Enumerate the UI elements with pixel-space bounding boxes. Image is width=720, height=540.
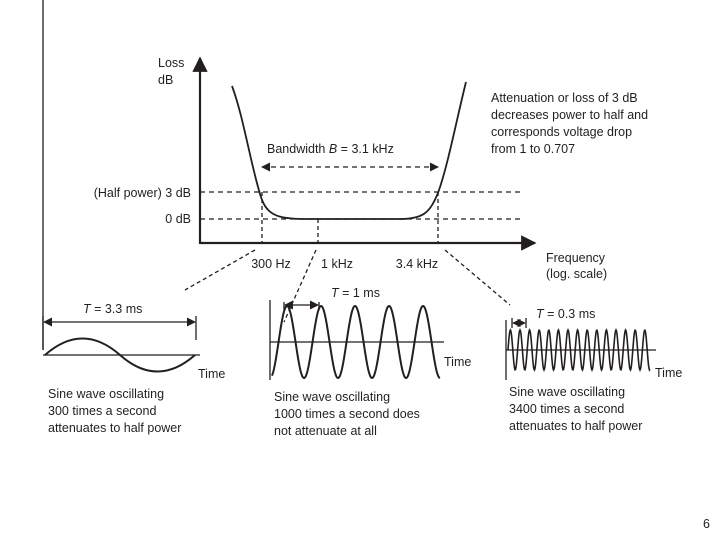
loss-curve <box>231 81 467 220</box>
wave3-period-label: T = 0.3 ms <box>536 307 595 321</box>
connector-300hz <box>184 249 256 291</box>
x-axis-scale-note: (log. scale) <box>546 267 607 281</box>
wave3-sine <box>507 328 651 372</box>
wave3-caption-line2: 3400 times a second <box>509 402 624 416</box>
bandwidth-label: Bandwidth B = 3.1 kHz <box>267 142 394 156</box>
wave-panel-3k4hz: T = 0.3 ms Time Sine wave oscillating 34… <box>505 307 682 433</box>
page-number: 6 <box>703 517 710 531</box>
wave-panel-300hz: T = 3.3 ms Time Sine wave oscillating 30… <box>42 0 225 435</box>
y-axis-label: Loss <box>158 56 184 70</box>
attenuation-note-line3: corresponds voltage drop <box>491 125 632 139</box>
wave1-caption-line2: 300 times a second <box>48 404 156 418</box>
tick-300hz: 300 Hz <box>251 257 291 271</box>
x-axis-label: Frequency <box>546 251 606 265</box>
wave2-caption-line3: not attenuate at all <box>274 424 377 438</box>
wave1-period-label: T = 3.3 ms <box>83 302 142 316</box>
tick-3k4hz: 3.4 kHz <box>396 257 438 271</box>
wave1-caption-line1: Sine wave oscillating <box>48 387 164 401</box>
wave-panel-1khz: T = 1 ms Time Sine wave oscillating 1000… <box>269 286 471 438</box>
wave3-caption-line3: attenuates to half power <box>509 419 642 433</box>
zero-db-label: 0 dB <box>165 212 191 226</box>
wave2-caption-line1: Sine wave oscillating <box>274 390 390 404</box>
wave2-caption-line2: 1000 times a second does <box>274 407 420 421</box>
attenuation-note-line4: from 1 to 0.707 <box>491 142 575 156</box>
loss-chart: Loss dB Frequency (log. scale) (Half pow… <box>94 56 648 281</box>
attenuation-note-line2: decreases power to half and <box>491 108 648 122</box>
wave3-time-label: Time <box>655 366 682 380</box>
wave3-caption-line1: Sine wave oscillating <box>509 385 625 399</box>
half-power-label: (Half power) 3 dB <box>94 186 191 200</box>
tick-1khz: 1 kHz <box>321 257 353 271</box>
wave2-time-label: Time <box>444 355 471 369</box>
y-axis-unit: dB <box>158 73 173 87</box>
attenuation-note-line1: Attenuation or loss of 3 dB <box>491 91 638 105</box>
wave1-caption-line3: attenuates to half power <box>48 421 181 435</box>
wave2-period-label: T = 1 ms <box>331 286 380 300</box>
wave1-time-label: Time <box>198 367 225 381</box>
wave1-sine <box>44 337 196 373</box>
wave2-sine <box>271 304 441 380</box>
connector-3k4hz <box>444 249 511 306</box>
